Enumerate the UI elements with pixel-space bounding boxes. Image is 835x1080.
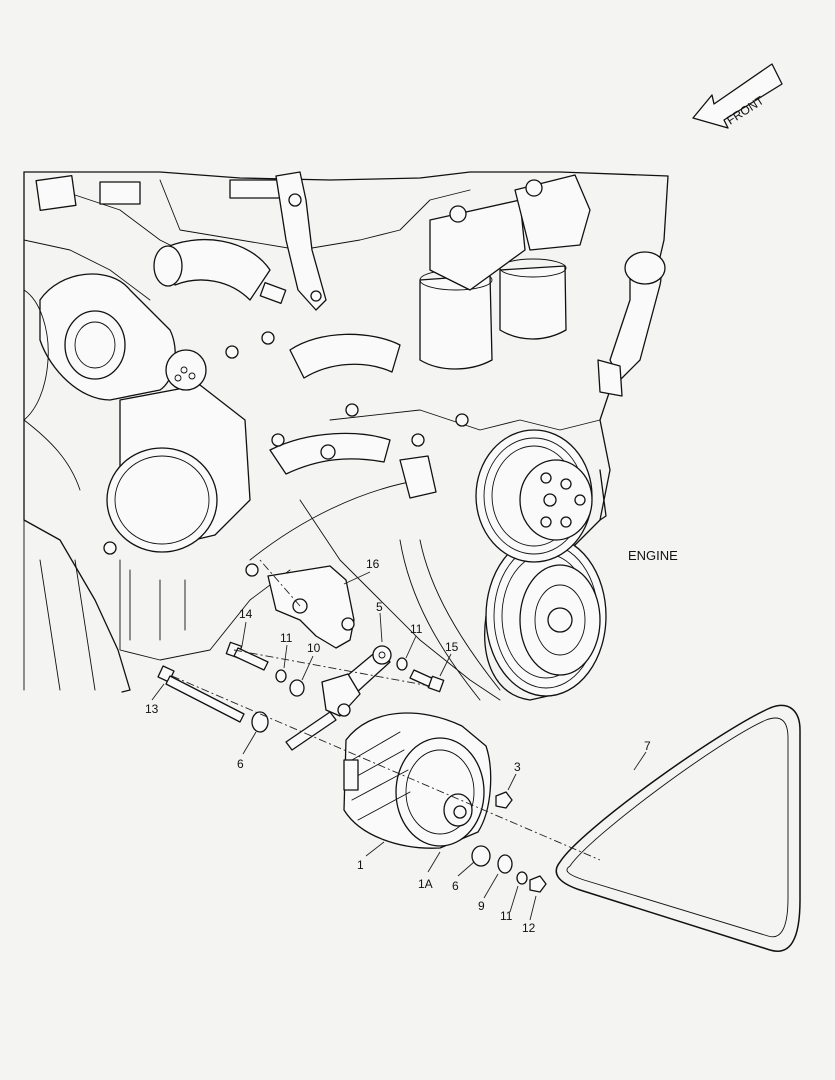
callout-7: 7 (644, 739, 651, 753)
callout-14: 14 (239, 607, 253, 621)
bushing-part-6b (471, 845, 491, 867)
bushing-part-6a (251, 711, 269, 733)
callout-5: 5 (376, 600, 383, 614)
washer-part-11b (396, 657, 408, 671)
callout-11-lower: 11 (500, 909, 513, 923)
callout-16: 16 (366, 557, 380, 571)
callout-9: 9 (478, 899, 485, 913)
engine-assembly (23, 171, 669, 701)
washer-part-11a (275, 669, 287, 683)
callout-11-right: 11 (410, 622, 423, 636)
bolt-part-13 (157, 665, 245, 723)
callout-6-lower: 6 (452, 879, 459, 893)
bolt-part-15 (409, 669, 445, 693)
callout-11-upper: 11 (280, 631, 293, 645)
engine-label: ENGINE (628, 548, 678, 563)
callout-6-left: 6 (237, 757, 244, 771)
belt-part-7 (555, 704, 801, 952)
washer-part-9 (497, 854, 513, 874)
callout-12: 12 (522, 921, 536, 935)
callout-1A: 1A (418, 877, 433, 891)
washer-part-11c (516, 871, 528, 885)
adjuster-link-part-5 (321, 645, 392, 717)
nut-part-3 (495, 791, 513, 809)
front-arrow-icon: FRONT (692, 63, 783, 129)
callout-15: 15 (445, 640, 459, 654)
bracket-part-16 (267, 565, 355, 649)
alternator-part-1 (343, 712, 492, 849)
callout-1: 1 (357, 858, 364, 872)
bolt-part-14 (225, 641, 269, 671)
callout-13: 13 (145, 702, 159, 716)
callout-3: 3 (514, 760, 521, 774)
threaded-stud (285, 711, 337, 751)
nut-part-12 (529, 875, 547, 893)
spacer-part-10 (289, 679, 305, 697)
callout-10: 10 (307, 641, 321, 655)
